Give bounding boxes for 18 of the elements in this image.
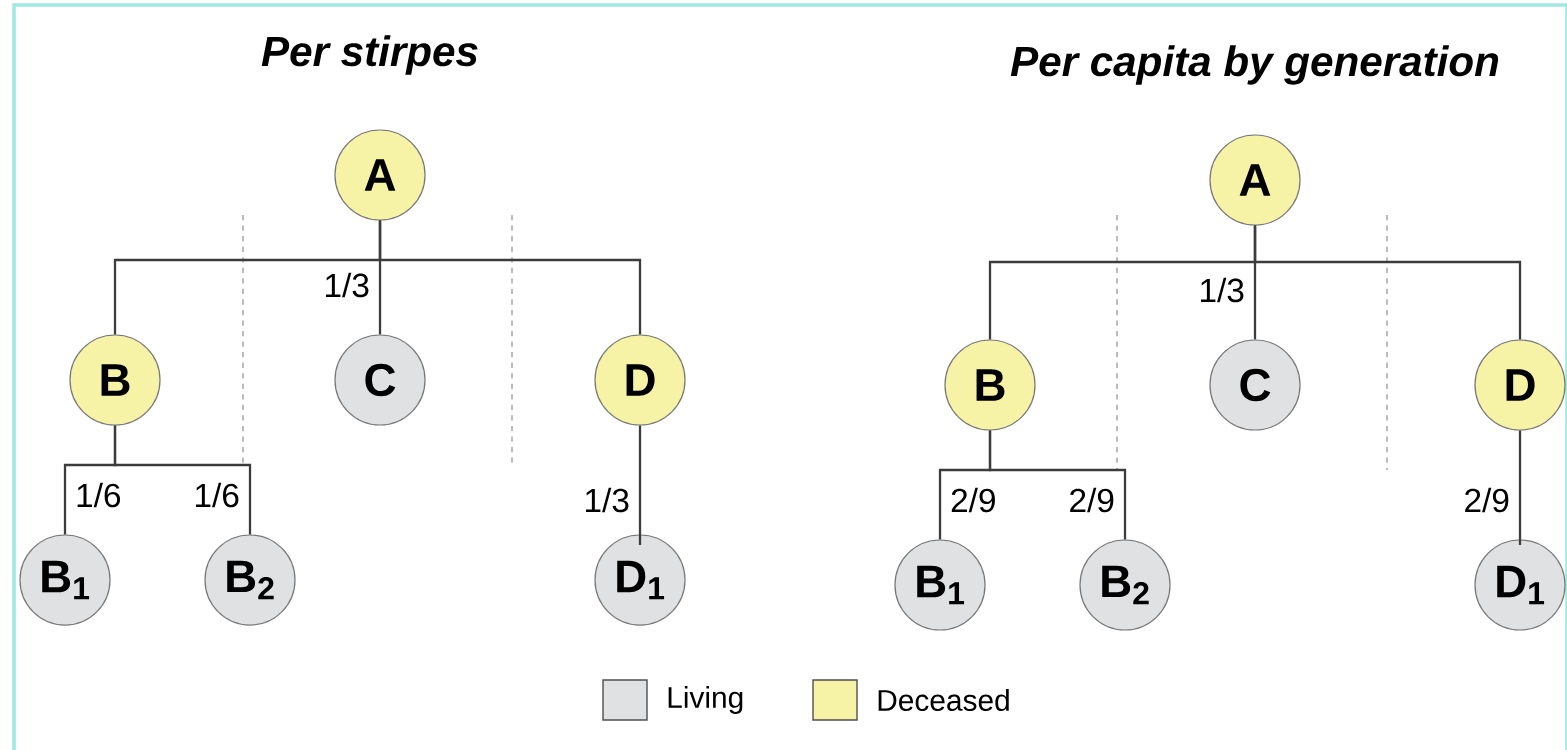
connector-line [113, 425, 252, 535]
legend-label: Living [668, 686, 743, 714]
edge-label: 1/6 [196, 482, 239, 508]
edge-label: 2/9 [1465, 487, 1509, 513]
connector-line [1518, 430, 1522, 547]
legend-label: Deceased [878, 689, 1009, 711]
edge-label: 1/3 [326, 272, 369, 298]
connector-line [378, 220, 642, 335]
edge-label: 1/3 [1201, 277, 1244, 303]
heading: Per capita by generation [1010, 45, 1499, 85]
edge-label: 2/9 [1070, 487, 1114, 513]
heading: Per stirpes [261, 35, 478, 75]
connector-line [638, 425, 642, 547]
edge-label: 1/6 [77, 482, 121, 508]
connector-line [988, 430, 1127, 540]
edge-label: 2/9 [951, 487, 995, 513]
edge-label: 1/3 [586, 487, 629, 513]
connector-line [1253, 225, 1522, 340]
